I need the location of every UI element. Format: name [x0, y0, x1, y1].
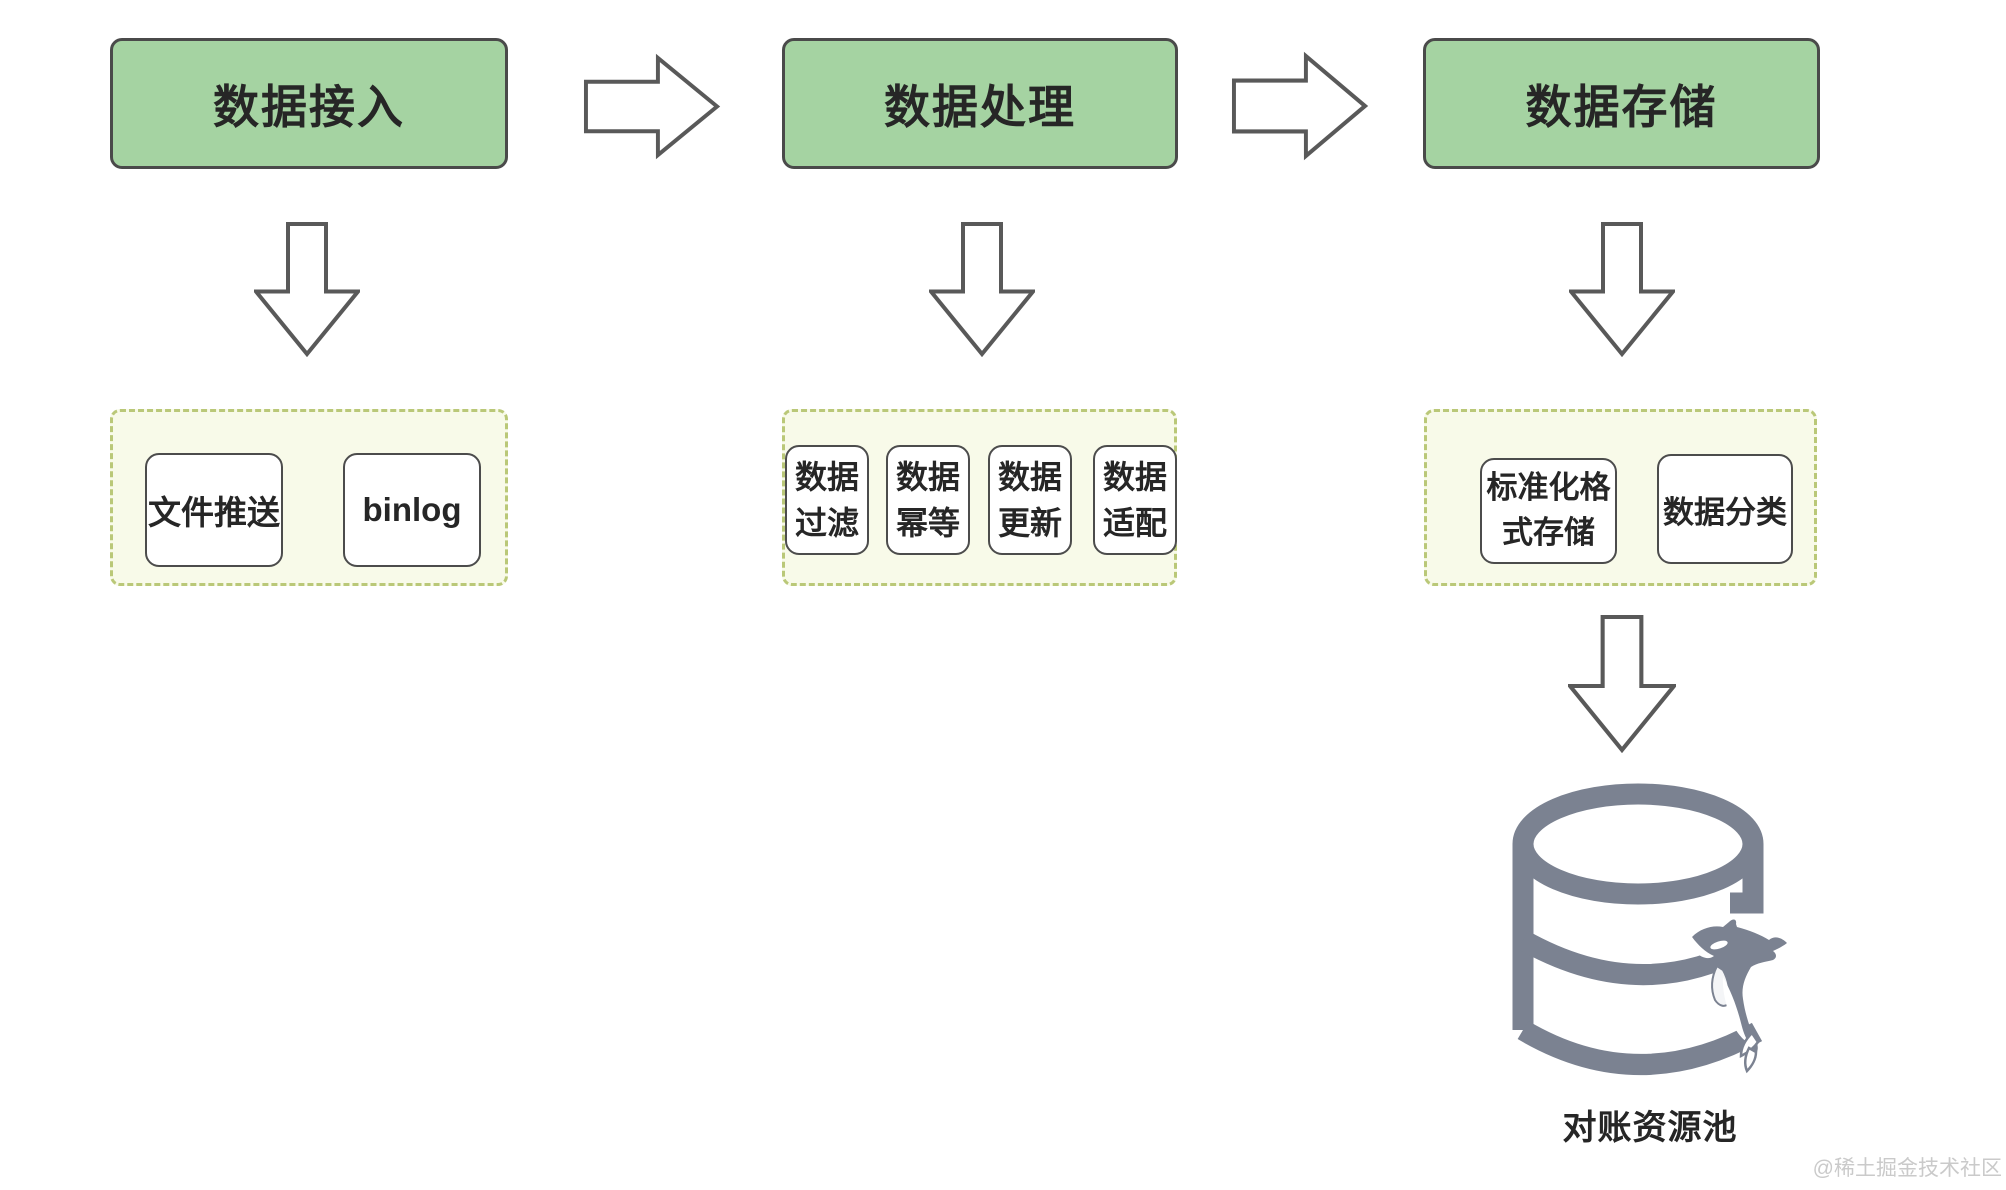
watermark: @稀土掘金技术社区	[1812, 1157, 2002, 1180]
container-data-processing-items: 数据过滤 数据幂等 数据更新 数据适配	[782, 409, 1177, 586]
block-arrow-down-icon	[254, 222, 360, 357]
stage-label-data-ingest: 数据接入	[213, 80, 405, 133]
card-label: 数据过滤	[794, 458, 859, 541]
block-arrow-right-icon	[1231, 51, 1369, 161]
block-arrow-down-icon	[929, 222, 1035, 357]
stage-box-data-ingest: 数据接入	[110, 38, 508, 169]
card-label: 数据适配	[1102, 458, 1167, 541]
card-data-classification: 数据分类	[1657, 454, 1793, 564]
card-label: binlog	[362, 491, 462, 528]
card-standardized-storage: 标准化格式存储	[1480, 458, 1617, 564]
stage-box-data-storage: 数据存储	[1423, 38, 1820, 169]
card-label: 标准化格式存储	[1486, 470, 1611, 550]
stage-label-data-storage: 数据存储	[1525, 80, 1718, 133]
card-data-idempotent: 数据幂等	[886, 445, 970, 555]
stage-box-data-processing: 数据处理	[782, 38, 1178, 169]
card-binlog: binlog	[343, 453, 481, 567]
card-label: 数据分类	[1663, 494, 1787, 530]
card-data-filter: 数据过滤	[785, 445, 869, 555]
container-data-storage-items: 标准化格式存储 数据分类	[1424, 409, 1817, 586]
card-data-update: 数据更新	[988, 445, 1072, 555]
block-arrow-down-icon	[1568, 615, 1676, 753]
database-orca-icon	[1512, 783, 1787, 1075]
block-arrow-down-icon	[1569, 222, 1675, 357]
block-arrow-right-icon	[583, 53, 721, 160]
stage-label-data-processing: 数据处理	[884, 80, 1076, 133]
card-data-adapt: 数据适配	[1093, 445, 1177, 555]
card-label: 数据更新	[997, 458, 1062, 541]
sink-label: 对账资源池	[1562, 1109, 1738, 1147]
card-label: 数据幂等	[895, 458, 960, 541]
card-label: 文件推送	[148, 494, 280, 531]
orca-icon	[1691, 919, 1787, 1074]
container-data-ingest-items: 文件推送 binlog	[110, 409, 508, 586]
card-file-push: 文件推送	[145, 453, 283, 567]
